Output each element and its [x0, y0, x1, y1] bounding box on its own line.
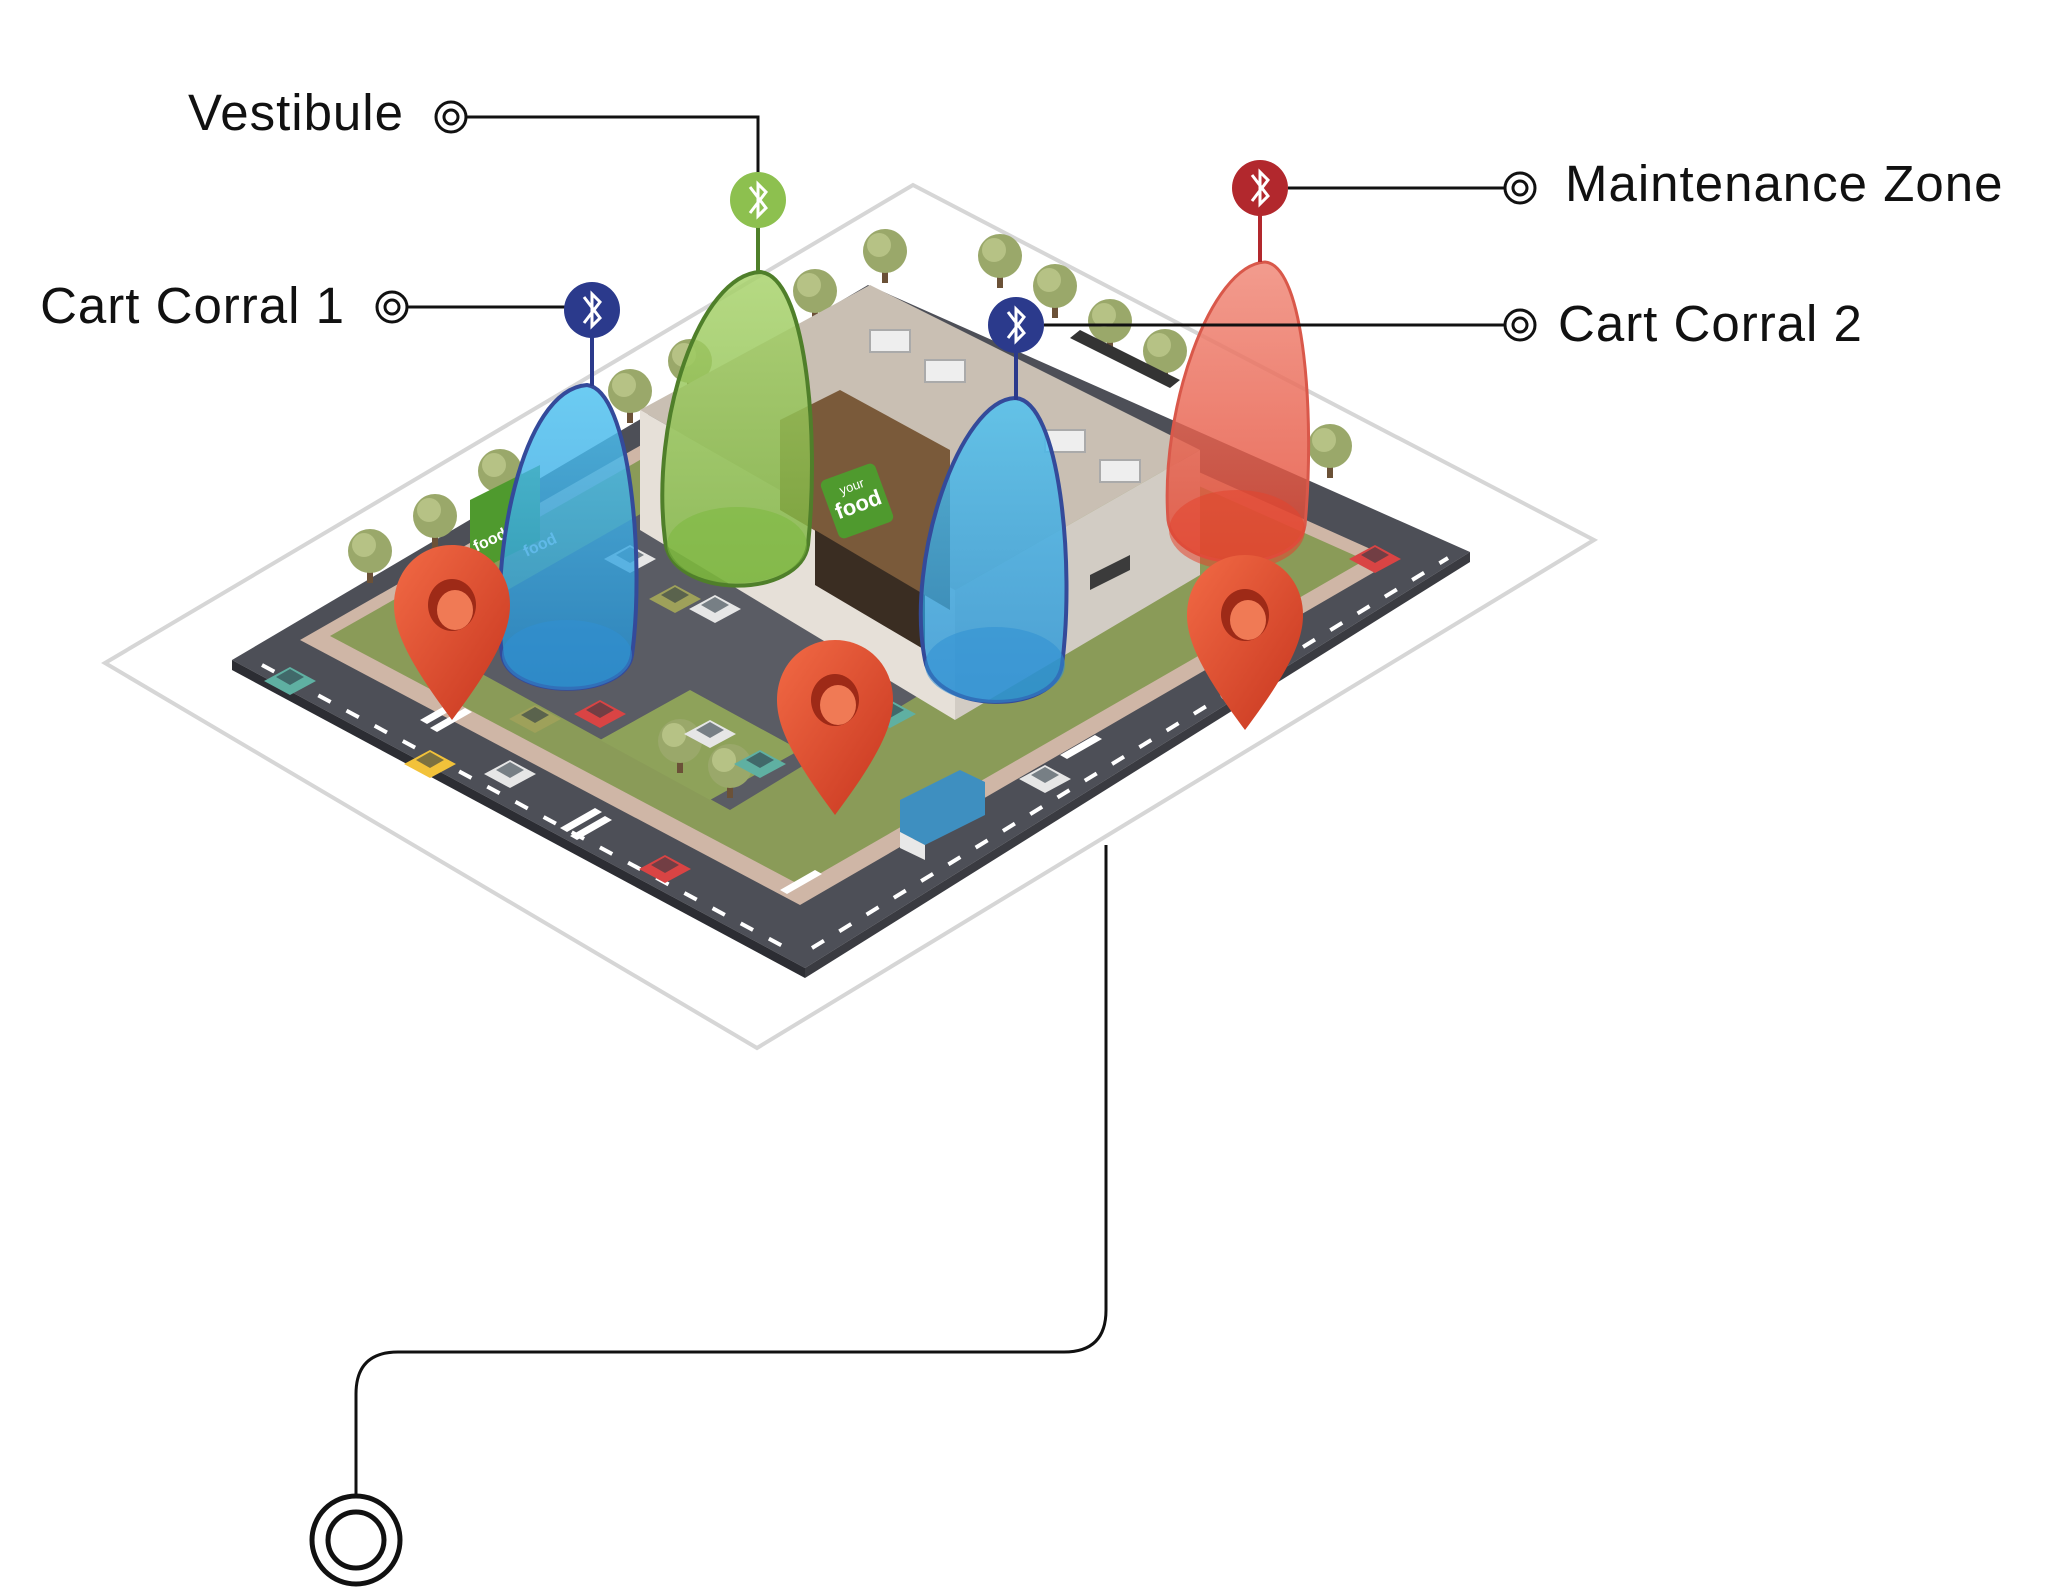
target-icon — [1503, 308, 1537, 342]
garbage-truck — [900, 770, 985, 860]
maintenance-zone-label: Maintenance Zone — [1565, 155, 2003, 212]
target-icon — [375, 290, 409, 324]
maintenance-zone — [1165, 260, 1311, 570]
cart-corral-1-label: Cart Corral 1 — [40, 277, 345, 334]
leader-lines — [354, 115, 1504, 1502]
cart-corral-2-zone — [918, 395, 1069, 704]
target-icon-large — [309, 1493, 403, 1587]
bluetooth-icon — [564, 282, 620, 338]
target-icon — [434, 100, 468, 134]
store-sign-main: your food — [820, 463, 894, 539]
cart-corral-1-zone — [497, 382, 639, 691]
vestibule-label: Vestibule — [188, 84, 404, 141]
target-icon — [1503, 171, 1537, 205]
beacon-stems — [590, 210, 1262, 400]
bluetooth-icon — [1232, 160, 1288, 216]
cart-corral-2-label: Cart Corral 2 — [1558, 295, 1863, 352]
vestibule-zone — [660, 269, 814, 588]
bluetooth-icon — [988, 297, 1044, 353]
bluetooth-icon — [730, 172, 786, 228]
